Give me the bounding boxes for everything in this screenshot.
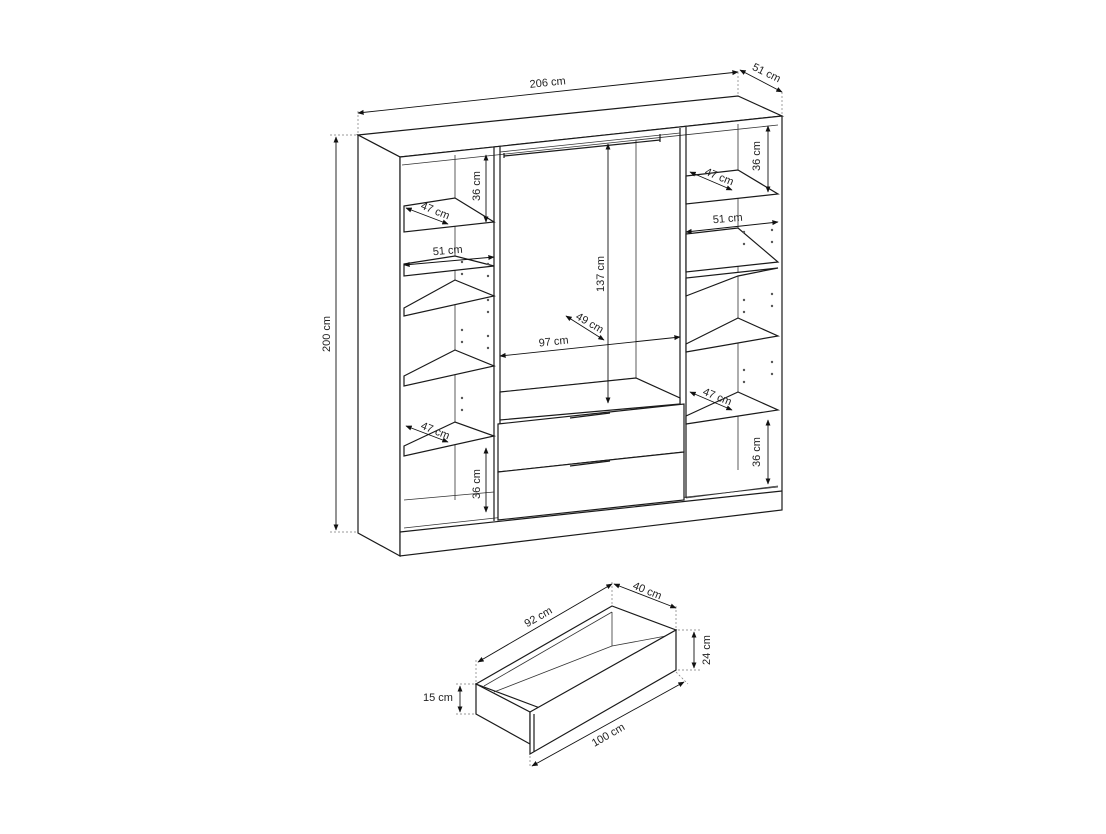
right-upper-gap-label: 36 cm [751, 141, 763, 171]
wardrobe-left-side [357, 134, 401, 558]
hanging-width-label: 97 cm [538, 334, 569, 349]
right-shelf-width-label: 51 cm [712, 212, 743, 227]
wardrobe [355, 95, 785, 558]
right-shelves [685, 169, 781, 499]
wardrobe-drawer-lower [497, 451, 685, 521]
height-label: 200 cm [321, 316, 333, 352]
drawer-depth-label: 40 cm [631, 580, 663, 602]
hanging-depth-line [565, 315, 605, 341]
hanging-rail [503, 139, 661, 157]
drawer-depth-line [613, 583, 677, 609]
drawer [474, 605, 678, 756]
width-label: 206 cm [529, 75, 566, 91]
hanging-section [499, 132, 681, 421]
drawer-front-width-label: 100 cm [590, 721, 627, 749]
drawer-front-height-label: 24 cm [701, 635, 713, 665]
hanging-height-label: 137 cm [595, 256, 607, 292]
drawer-front-width-line [531, 681, 685, 767]
depth-label: 51 cm [750, 61, 782, 85]
wardrobe-drawers [497, 403, 685, 521]
depth-dimension-line [739, 69, 783, 93]
left-upper-gap-label: 36 cm [471, 171, 483, 201]
drawer-side-height-label: 15 cm [423, 692, 453, 704]
drawer-length-line [477, 583, 613, 663]
hanging-width-line [499, 335, 681, 358]
left-lower-gap-label: 36 cm [471, 469, 483, 499]
width-dimension-line [357, 70, 739, 115]
right-lower-gap-label: 36 cm [751, 437, 763, 467]
left-shelf-width-label: 51 cm [432, 244, 463, 259]
